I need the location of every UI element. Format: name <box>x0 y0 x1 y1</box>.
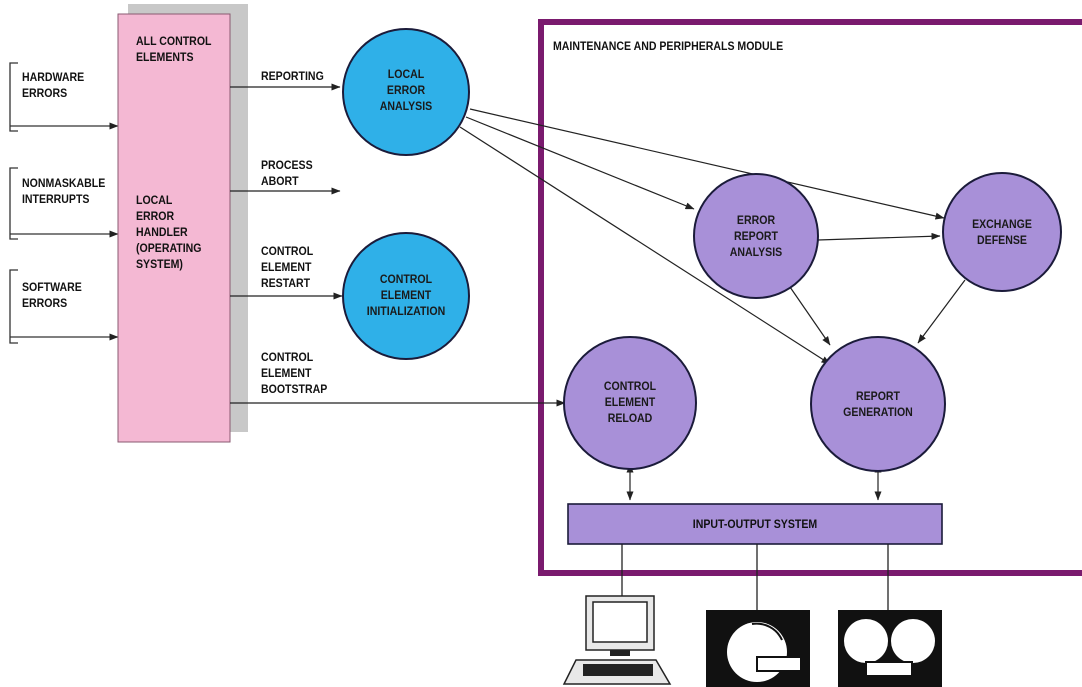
report-generation-node <box>810 336 946 472</box>
analysis-to-report-generation-arrow <box>459 126 831 365</box>
process-abort-label: PROCESS ABORT <box>261 158 313 188</box>
local-error-handler-label: LOCAL ERROR HANDLER (OPERATING SYSTEM) <box>136 193 202 271</box>
computer-terminal-icon <box>562 595 672 685</box>
local-error-analysis-node <box>342 28 470 156</box>
tape-drive-icon <box>838 610 942 687</box>
error-report-to-report-generation-arrow <box>789 286 831 346</box>
analysis-to-exchange-arrow <box>469 108 945 220</box>
error-report-analysis-node <box>693 173 819 299</box>
maintenance-module-frame <box>538 19 1082 576</box>
input-output-system-bar <box>567 503 943 545</box>
error-report-to-exchange-arrow <box>817 232 941 241</box>
hardware-errors-bracket <box>9 62 119 132</box>
exchange-defense-node <box>942 172 1062 292</box>
analysis-to-error-report-arrow <box>465 116 695 210</box>
software-errors-bracket <box>9 269 119 344</box>
nonmaskable-interrupts-bracket <box>9 167 119 240</box>
report-generation-label: REPORT GENERATION <box>843 389 913 419</box>
software-errors-label: SOFTWARE ERRORS <box>22 280 82 310</box>
reporting-label: REPORTING <box>261 69 324 83</box>
hardware-errors-label: HARDWARE ERRORS <box>22 70 85 100</box>
control-element-restart-label: CONTROL ELEMENT RESTART <box>261 244 314 290</box>
control-element-reload-label: CONTROL ELEMENT RELOAD <box>603 379 657 425</box>
error-report-analysis-label: ERROR REPORT ANALYSIS <box>729 213 783 259</box>
local-error-handler-box <box>117 13 231 443</box>
exchange-to-report-generation-arrow <box>917 279 966 344</box>
control-element-bootstrap-label: CONTROL ELEMENT BOOTSTRAP <box>261 350 328 396</box>
control-element-reload-node <box>563 336 697 470</box>
local-error-analysis-label: LOCAL ERROR ANALYSIS <box>379 67 433 113</box>
control-element-initialization-node <box>342 232 470 360</box>
disk-drive-icon <box>706 610 810 687</box>
all-control-elements-label: ALL CONTROL ELEMENTS <box>136 34 212 64</box>
control-element-initialization-label: CONTROL ELEMENT INITIALIZATION <box>366 272 446 318</box>
module-title: MAINTENANCE AND PERIPHERALS MODULE <box>553 39 784 53</box>
exchange-defense-label: EXCHANGE DEFENSE <box>972 217 1032 247</box>
nonmaskable-interrupts-label: NONMASKABLE INTERRUPTS <box>22 176 106 206</box>
input-output-system-label: INPUT-OUTPUT SYSTEM <box>692 517 818 531</box>
